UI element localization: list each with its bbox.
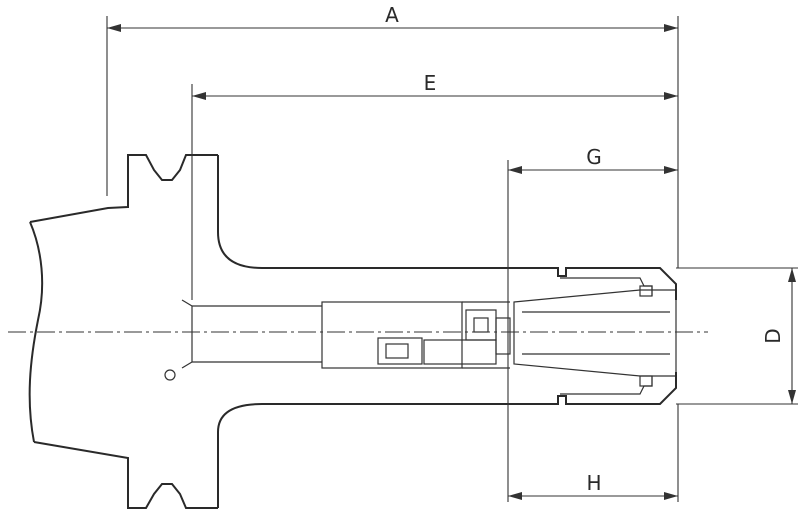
inner-bore (164, 299, 322, 381)
dimension-A-label: A (385, 3, 399, 27)
extension-lines (106, 16, 798, 502)
spindle-body (28, 154, 552, 509)
dimension-A: A (107, 3, 678, 32)
dimension-E: E (192, 71, 678, 100)
dimension-D: D (761, 268, 796, 404)
drawbar (321, 301, 511, 369)
dimension-D-label: D (761, 328, 785, 343)
dimension-H: H (508, 471, 678, 500)
dimension-G: G (508, 145, 678, 174)
dimension-H-label: H (586, 471, 601, 495)
dimension-G-label: G (586, 145, 602, 169)
dimension-E-label: E (424, 71, 437, 95)
collet-nut (513, 267, 677, 405)
